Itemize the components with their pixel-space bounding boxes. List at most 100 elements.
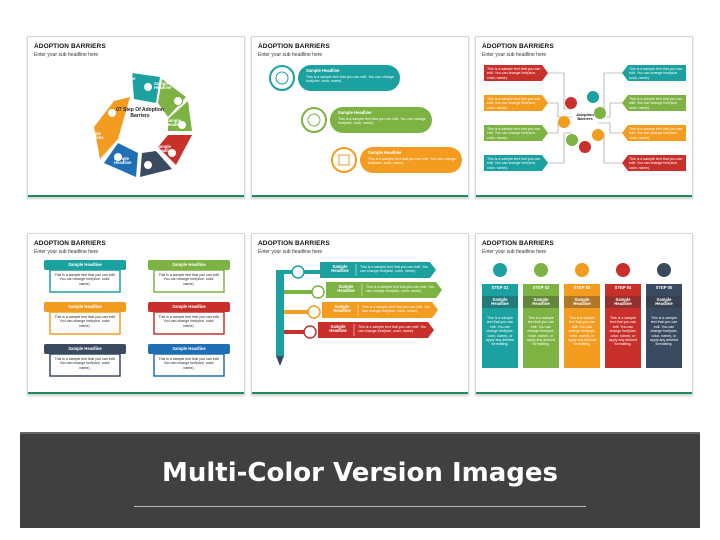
- slide-thumbnail-4[interactable]: ADOPTION BARRIERS Enter your sub headlin…: [27, 233, 245, 395]
- pill-green: [330, 107, 432, 133]
- slide-title: ADOPTION BARRIERS: [34, 240, 106, 247]
- cycle-headline-01: Sample Headline: [118, 72, 136, 82]
- branch-text-4: This is a sample text that you can edit.…: [358, 325, 427, 334]
- right-banner-teal: [622, 65, 686, 81]
- pill-headline-1: Sample Headline: [306, 68, 340, 73]
- right-banner-green: [622, 95, 686, 111]
- hub-node-orange: [558, 116, 570, 128]
- branch-text-1: This is a sample text that you can edit.…: [360, 265, 429, 274]
- step-label-1: STEP 01: [491, 285, 509, 290]
- pill-headline-2: Sample Headline: [338, 110, 372, 115]
- cycle-headline-05: Sample Headline: [114, 156, 132, 166]
- slide-title: ADOPTION BARRIERS: [482, 43, 554, 50]
- step-label-5: STEP 05: [655, 285, 673, 290]
- slide-subtitle: Enter your sub headline here: [482, 249, 547, 255]
- card-headline-5: Sample Headline: [68, 346, 102, 351]
- pencil-branch-diagram: [276, 262, 442, 366]
- right-banner-text-1: This is a sample text that you can edit.…: [629, 67, 683, 80]
- hub-node-orange-2: [592, 129, 604, 141]
- slide-thumbnail-2[interactable]: ADOPTION BARRIERS Enter your sub headlin…: [251, 36, 469, 198]
- step-body-1: This is a sample text that you can edit.…: [485, 316, 515, 347]
- cycle-segment-02: [158, 79, 186, 117]
- hub-node-red: [565, 97, 577, 109]
- hub-node-teal: [587, 91, 599, 103]
- hub-node-green: [594, 107, 606, 119]
- slide-subtitle: Enter your sub headline here: [258, 249, 323, 255]
- pill-text-1: This is a sample text that you can edit.…: [306, 75, 394, 84]
- step-label-2: STEP 02: [532, 285, 550, 290]
- step-label-4: STEP 04: [614, 285, 632, 290]
- slide-thumbnail-5[interactable]: ADOPTION BARRIERS Enter your sub headlin…: [251, 233, 469, 395]
- card-text-1: This is a sample text that you can edit.…: [54, 273, 116, 286]
- hub-spoke-diagram: [484, 65, 686, 171]
- title-banner: Multi-Color Version Images: [20, 432, 700, 528]
- slide-thumbnail-6[interactable]: ADOPTION BARRIERS Enter your sub headlin…: [475, 233, 693, 395]
- slide-subtitle: Enter your sub headline here: [34, 52, 99, 58]
- branch-text-2: This is a sample text that you can edit.…: [366, 285, 435, 294]
- seven-step-cycle-diagram: [94, 73, 192, 177]
- card-text-4: This is a sample text that you can edit.…: [158, 315, 220, 328]
- pill-text-2: This is a sample text that you can edit.…: [338, 117, 426, 126]
- step-body-4: This is a sample text that you can edit.…: [608, 316, 638, 347]
- slide-title: ADOPTION BARRIERS: [258, 43, 330, 50]
- right-banner-text-2: This is a sample text that you can edit.…: [629, 97, 683, 110]
- slide-thumbnail-3[interactable]: ADOPTION BARRIERS Enter your sub headlin…: [475, 36, 693, 198]
- right-banner-orange: [622, 125, 686, 141]
- pill-orange: [360, 147, 462, 173]
- step-body-3: This is a sample text that you can edit.…: [567, 316, 597, 347]
- cycle-headline-02: Sample Headline: [154, 81, 172, 91]
- card-headline-6: Sample Headline: [172, 346, 206, 351]
- left-banner-teal: [484, 155, 548, 171]
- card-headline-4: Sample Headline: [172, 304, 206, 309]
- pill-headline-3: Sample Headline: [368, 150, 402, 155]
- cycle-headline-06: Sample Headline: [86, 131, 104, 141]
- step-label-3: STEP 03: [573, 285, 591, 290]
- pill-text-3: This is a sample text that you can edit.…: [368, 157, 456, 166]
- branch-text-3: This is a sample text that you can edit.…: [362, 305, 431, 314]
- hub-node-green-2: [566, 134, 578, 146]
- step-body-2: This is a sample text that you can edit.…: [526, 316, 556, 347]
- document-icon: [338, 154, 350, 166]
- target-icon: [275, 71, 289, 85]
- card-grid-diagram: [44, 260, 230, 377]
- slide-title: ADOPTION BARRIERS: [34, 43, 106, 50]
- slide-subtitle: Enter your sub headline here: [258, 52, 323, 58]
- slide-subtitle: Enter your sub headline here: [482, 52, 547, 58]
- left-banner-text-4: This is a sample text that you can edit.…: [487, 157, 541, 170]
- cycle-headline-03: Sample Headline: [166, 118, 184, 128]
- left-banner-orange: [484, 95, 548, 111]
- pencil-tip: [276, 356, 284, 366]
- slide-subtitle: Enter your sub headline here: [34, 249, 99, 255]
- slide-title: ADOPTION BARRIERS: [482, 240, 554, 247]
- pill-teal: [298, 65, 400, 91]
- handshake-icon: [307, 113, 321, 127]
- card-text-2: This is a sample text that you can edit.…: [158, 273, 220, 286]
- hub-center-label: Adoption Barriers: [576, 112, 594, 122]
- cycle-headline-07: Sample Headline: [86, 94, 104, 104]
- card-text-5: This is a sample text that you can edit.…: [54, 357, 116, 370]
- right-banner-red: [622, 155, 686, 171]
- cycle-center-label: 07 Step Of Adoption Barriers: [116, 107, 164, 119]
- left-banner-green: [484, 125, 548, 141]
- hub-node-red-2: [579, 141, 591, 153]
- left-banner-text-3: This is a sample text that you can edit.…: [487, 127, 541, 140]
- card-headline-3: Sample Headline: [68, 304, 102, 309]
- stacked-pill-diagram: [269, 65, 462, 173]
- cycle-segment-07: [94, 97, 130, 159]
- card-text-6: This is a sample text that you can edit.…: [158, 357, 220, 370]
- left-banner-text-2: This is a sample text that you can edit.…: [487, 97, 541, 110]
- banner-title: Multi-Color Version Images: [161, 458, 559, 488]
- step-body-5: This is a sample text that you can edit.…: [649, 316, 679, 347]
- right-banner-text-4: This is a sample text that you can edit.…: [629, 157, 683, 170]
- slide-thumbnail-1[interactable]: ADOPTION BARRIERS Enter your sub headlin…: [27, 36, 245, 198]
